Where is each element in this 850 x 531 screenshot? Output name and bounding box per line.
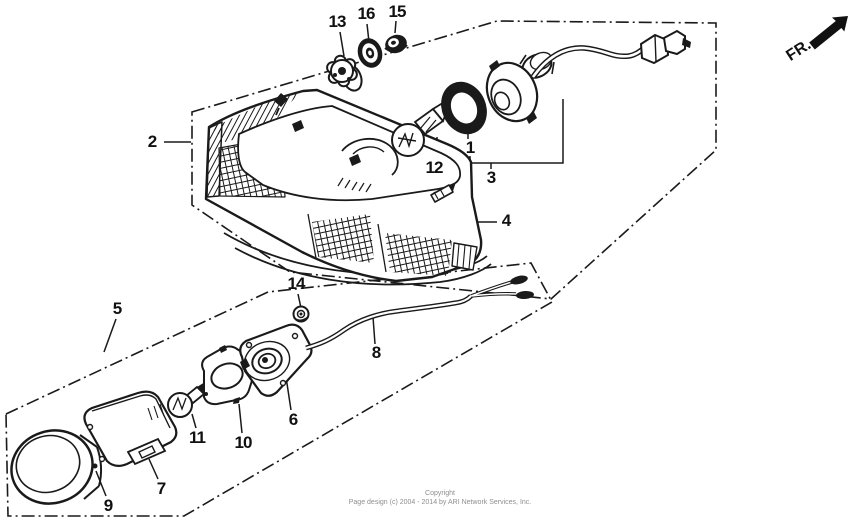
socket-wire-connector-drawing [530,29,691,79]
callout-1: 1 [465,138,476,157]
callout-5: 5 [112,299,123,318]
lower-assembly-boundary [5,262,554,517]
grommet-1-drawing [441,81,487,135]
license-light-assembly-drawing [10,305,313,505]
callout-9: 9 [103,496,114,515]
callout-14: 14 [287,274,306,293]
callout-7: 7 [156,479,167,498]
callout-2: 2 [147,132,158,151]
callout-8: 8 [371,343,382,362]
callout-6: 6 [288,410,299,429]
wire-harness-8-drawing [305,275,534,351]
copyright-line1: Copyright [425,490,455,497]
callout-10: 10 [234,433,253,452]
copyright-footer: Copyright Page design (c) 2004 - 2014 by… [0,490,850,507]
callout-12: 12 [425,158,444,177]
fr-direction-arrow [809,16,848,50]
callout-3: 3 [486,168,497,187]
callout-4: 4 [501,211,512,230]
taillight-unit-drawing [204,88,492,286]
callout-13: 13 [328,12,347,31]
callout-15: 15 [388,2,407,21]
socket-nut-washer-13-16-15 [326,34,408,92]
callout-16: 16 [357,4,376,23]
upper-assembly-boundary [191,20,717,300]
callout-11: 11 [189,428,206,447]
copyright-line2: Page design (c) 2004 - 2014 by ARI Netwo… [348,498,532,506]
socket-3-drawing [485,51,555,124]
